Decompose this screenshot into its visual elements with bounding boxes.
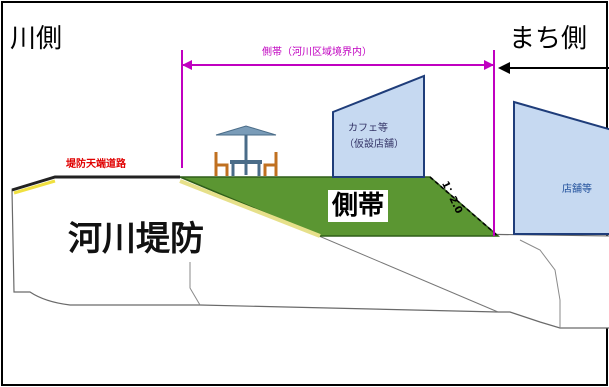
range-arrow-left xyxy=(182,60,192,70)
cafe-sub-label: （仮設店舗） xyxy=(344,139,404,150)
levee-crown-road xyxy=(11,175,180,192)
side-band-label: 側帯 xyxy=(328,190,389,222)
levee-crown-road-label: 堤防天端道路 xyxy=(66,159,126,170)
road-edge-left xyxy=(13,179,56,195)
cafe-building xyxy=(332,74,425,178)
cafe-label: カフェ等 xyxy=(348,123,388,134)
town-side-label: まち側 xyxy=(509,24,588,54)
store-label: 店舗等 xyxy=(562,184,592,195)
river-side-label: 川側 xyxy=(10,24,63,54)
side-band-range-label: 側帯（河川区域境界内） xyxy=(262,47,372,58)
road-edge-slope xyxy=(179,179,321,238)
river-levee-label: 河川堤防 xyxy=(68,219,204,259)
slope-indicator xyxy=(429,176,499,237)
town-base-line xyxy=(519,239,561,328)
range-arrow-right xyxy=(484,60,494,70)
levee-body xyxy=(11,176,609,329)
levee-base-line xyxy=(189,262,201,306)
town-side-arrowhead xyxy=(498,62,510,74)
store-building xyxy=(513,100,609,235)
table-umbrella-icon xyxy=(215,125,277,176)
chair-icon xyxy=(214,152,278,176)
